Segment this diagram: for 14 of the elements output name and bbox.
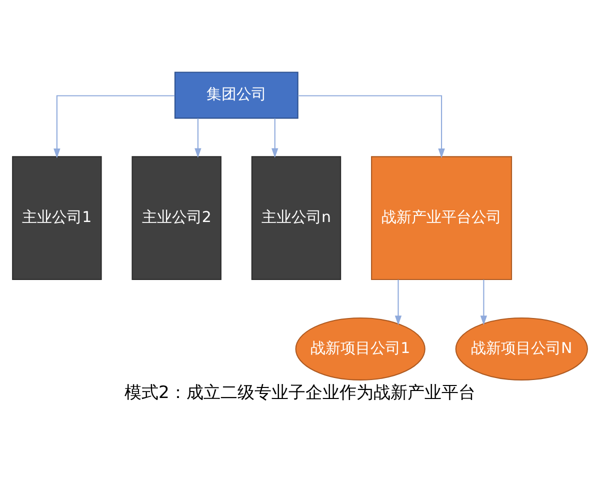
arrow xyxy=(54,95,175,158)
node-ellipse: 战新项目公司1 xyxy=(295,317,426,380)
node-ellipse: 战新项目公司N xyxy=(455,317,588,380)
arrow xyxy=(298,95,445,158)
node-box: 战新产业平台公司 xyxy=(371,156,512,280)
arrow xyxy=(480,280,488,326)
caption: 模式2：成立二级专业子企业作为战新产业平台 xyxy=(124,382,476,403)
arrow xyxy=(394,280,402,326)
node-box: 集团公司 xyxy=(174,72,298,119)
arrow xyxy=(194,118,202,158)
node-box: 主业公司2 xyxy=(132,156,222,280)
node-box: 主业公司1 xyxy=(12,156,102,280)
node-box: 主业公司n xyxy=(251,156,342,280)
arrow xyxy=(272,118,278,158)
